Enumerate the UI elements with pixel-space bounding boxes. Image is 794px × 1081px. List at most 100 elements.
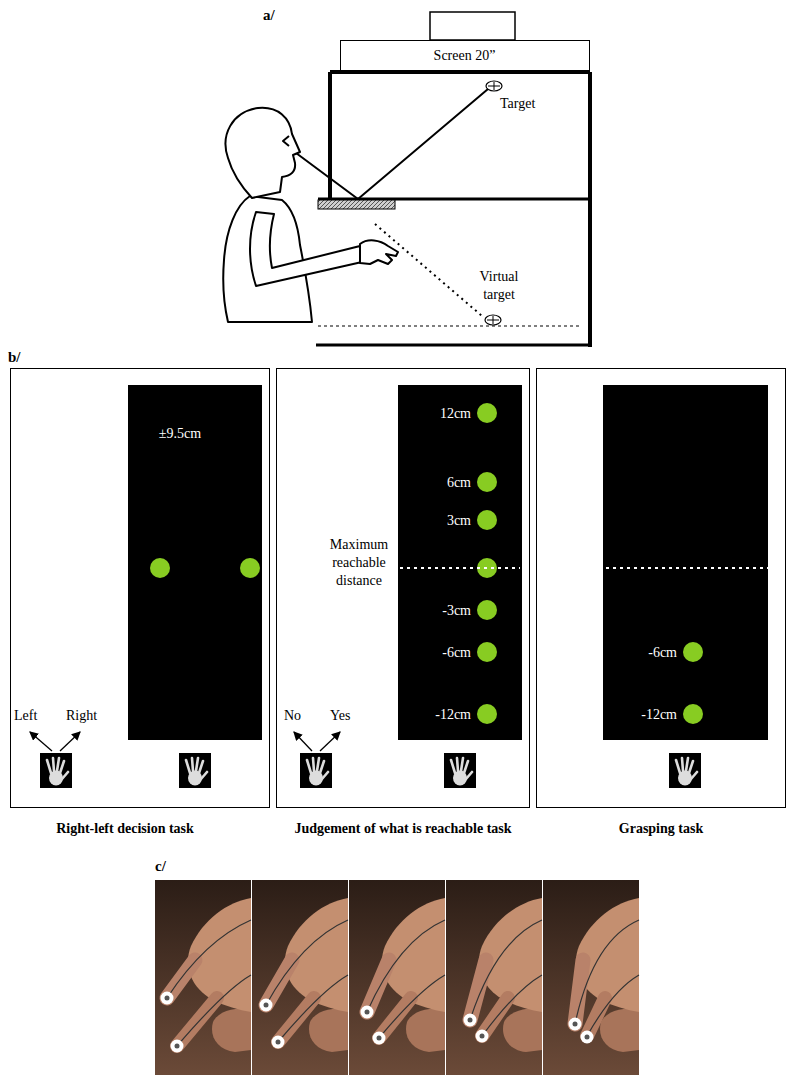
- sensor-wire: [575, 920, 639, 1036]
- photo-ground: [252, 880, 348, 1075]
- part-label: Target: [500, 95, 535, 113]
- part-label: Virtual target: [468, 268, 530, 304]
- sensor-center: [480, 1034, 485, 1039]
- panel-letter: a/: [263, 6, 275, 24]
- frame-left: [328, 72, 332, 200]
- sensor-wire: [367, 920, 445, 1038]
- text-holder: No: [284, 706, 301, 725]
- response-arrow: [30, 732, 52, 751]
- text-holder: Maximum reachable distance: [322, 536, 396, 590]
- text-holder: 6cm: [403, 473, 471, 492]
- photo-ground: [543, 880, 639, 1075]
- sensor-marker: [476, 1030, 489, 1043]
- virtual-target-cross: [487, 316, 499, 324]
- hand-icon: [444, 753, 476, 788]
- target-dot: [477, 510, 497, 530]
- sensor-marker: [361, 1006, 374, 1019]
- task-screen: 12cm 6cm 3cm -3cm -6cm -12cm: [398, 385, 522, 740]
- response-hand-icon: [300, 753, 332, 788]
- text-holder: -12cm: [403, 705, 471, 724]
- index-finger: [470, 960, 486, 1020]
- distance-label: -12cm: [435, 706, 471, 724]
- target-ring: [486, 81, 502, 91]
- text-holder: Target: [500, 94, 535, 113]
- sensor-marker: [161, 992, 174, 1005]
- distance-label: -3cm: [442, 602, 471, 620]
- text-holder: Right-left decision task: [0, 819, 250, 838]
- sensor-marker: [464, 1014, 477, 1027]
- task-panel: Right-left decision task±9.5cm: [10, 368, 270, 808]
- text-holder: b/: [8, 348, 21, 366]
- apparatus-frame: [316, 72, 590, 347]
- target-dot: [683, 642, 703, 662]
- target-dot: [477, 403, 497, 423]
- response-arrow: [60, 732, 80, 751]
- target-symbol: [486, 81, 502, 91]
- text-holder: Right: [66, 706, 97, 725]
- person: [223, 108, 398, 322]
- grasp-photo: [349, 880, 445, 1075]
- sensor-wire: [167, 920, 251, 1046]
- text-holder: -6cm: [606, 643, 677, 662]
- virtual-target-symbol: [485, 315, 501, 325]
- distance-label: -12cm: [641, 706, 677, 724]
- target-dot: [240, 558, 260, 578]
- sensor-center: [165, 996, 170, 1001]
- person-head: [226, 108, 300, 198]
- task-caption: Right-left decision task: [56, 820, 194, 838]
- text-holder: Judgement of what is reachable task: [243, 819, 563, 838]
- sensor-center: [175, 1044, 180, 1049]
- grasp-photo: [543, 880, 639, 1075]
- target-dot: [683, 704, 703, 724]
- sensor-center: [468, 1018, 473, 1023]
- monitor-top: [430, 12, 515, 40]
- sensor-center: [264, 1003, 269, 1008]
- response-label: Left: [14, 707, 37, 725]
- person-hand: [360, 240, 398, 264]
- sensor-wire: [470, 920, 542, 1036]
- hand-icon: [669, 753, 701, 788]
- response-label: Right: [66, 707, 97, 725]
- sensor-center: [585, 1035, 590, 1040]
- distance-label: -6cm: [442, 644, 471, 662]
- reach-limit-line: [400, 567, 768, 569]
- response-hand-icon: [40, 753, 72, 788]
- photo-ground: [446, 880, 542, 1075]
- mirror: [318, 200, 395, 209]
- target-dot: [477, 704, 497, 724]
- text-holder: -12cm: [606, 705, 677, 724]
- sensor-wire: [266, 920, 348, 1042]
- grasp-photo: [155, 880, 251, 1075]
- photo-ground: [155, 880, 251, 1075]
- distance-label: 3cm: [447, 512, 471, 530]
- sensor-marker: [171, 1040, 184, 1053]
- response-label: Yes: [330, 707, 350, 725]
- grasp-photo: [446, 880, 542, 1075]
- response-label: No: [284, 707, 301, 725]
- hand-fingers: [212, 1008, 251, 1052]
- text-holder: Grasping task: [536, 819, 786, 838]
- target-dot: [477, 600, 497, 620]
- text-holder: -6cm: [403, 643, 471, 662]
- sensor-marker: [581, 1031, 594, 1044]
- sensor-center: [377, 1036, 382, 1041]
- task-panel: Grasping task-6cm-12cm: [536, 368, 786, 808]
- task-panel: Judgement of what is reachable task12cm6…: [276, 368, 530, 808]
- target-dot: [477, 642, 497, 662]
- hand-fingers: [600, 1008, 639, 1052]
- grasp-photo: [252, 880, 348, 1075]
- distance-label: 12cm: [440, 405, 471, 423]
- text-holder: Screen 20”: [340, 46, 590, 65]
- index-finger: [575, 960, 583, 1024]
- panel-letter: b/: [8, 348, 21, 366]
- photo-ground: [349, 880, 445, 1075]
- task-screen: -6cm -12cm: [603, 385, 768, 740]
- distance-label: -6cm: [648, 644, 677, 662]
- person-arm: [250, 212, 362, 286]
- virtual-sight-line: [375, 224, 482, 316]
- text-holder: a/: [263, 6, 275, 24]
- sensor-marker: [260, 999, 273, 1012]
- hand-icon: [179, 753, 211, 788]
- hand-fingers: [503, 1008, 542, 1052]
